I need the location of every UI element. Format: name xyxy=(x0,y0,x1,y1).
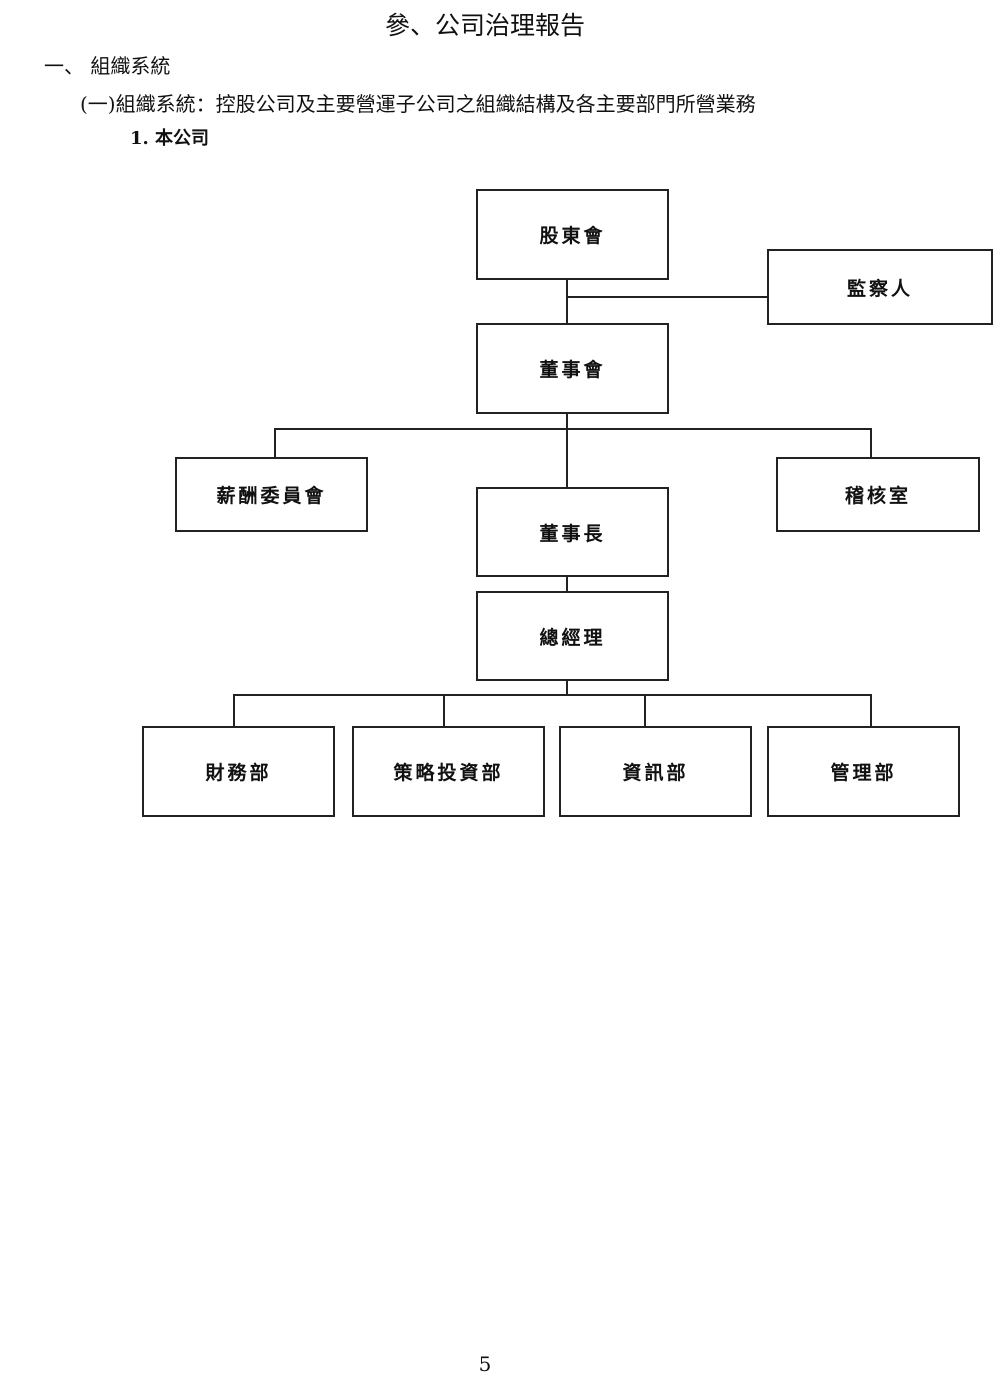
connector-line xyxy=(870,694,872,727)
connector-line xyxy=(566,296,768,298)
connector-line xyxy=(274,428,872,430)
department-box-strategic-investment: 策略投資部 xyxy=(352,726,545,817)
connector-line xyxy=(566,576,568,592)
section-heading: 一、 組織系統 xyxy=(44,54,171,78)
department-box-information: 資訊部 xyxy=(559,726,752,817)
page-title: 參、公司治理報告 xyxy=(384,11,585,40)
audit-office-box: 稽核室 xyxy=(776,457,980,532)
connector-line xyxy=(233,694,872,696)
item-heading: 1. 本公司 xyxy=(130,128,210,149)
department-box-finance: 財務部 xyxy=(142,726,335,817)
supervisor-box: 監察人 xyxy=(767,249,993,325)
subsection-heading: (一)組織系統：控股公司及主要營運子公司之組織結構及各主要部門所營業務 xyxy=(80,92,756,116)
connector-line xyxy=(274,428,276,458)
connector-line xyxy=(644,694,646,727)
compensation-committee-box: 薪酬委員會 xyxy=(175,457,368,532)
connector-line xyxy=(233,694,235,727)
connector-line xyxy=(566,680,568,696)
connector-line xyxy=(566,279,568,324)
page-number: 5 xyxy=(478,1352,492,1376)
chairman-box: 董事長 xyxy=(476,487,669,577)
connector-line xyxy=(870,428,872,458)
department-box-management: 管理部 xyxy=(767,726,960,817)
connector-line xyxy=(566,413,568,488)
shareholders-box: 股東會 xyxy=(476,189,669,280)
board-box: 董事會 xyxy=(476,323,669,414)
general-manager-box: 總經理 xyxy=(476,591,669,681)
connector-line xyxy=(443,694,445,727)
